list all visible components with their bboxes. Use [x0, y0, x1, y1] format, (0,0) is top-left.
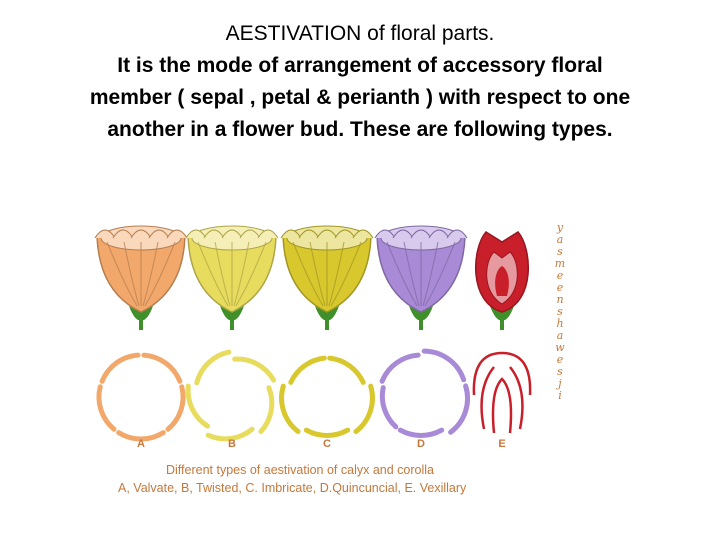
figure-caption-title: Different types of aestivation of calyx … [166, 463, 434, 477]
diagram-valvate [96, 352, 186, 442]
watermark-letter: h [556, 317, 564, 330]
watermark-letter: a [556, 233, 564, 246]
watermark-letter: i [558, 389, 562, 402]
petal-arc [353, 383, 375, 434]
diagram-quincuncial [379, 348, 470, 438]
watermark-letter: e [556, 269, 564, 282]
petal-arc [279, 383, 301, 434]
petal-arc [379, 385, 399, 430]
petal-arc [99, 352, 141, 384]
flower-quincuncial [374, 225, 468, 330]
diagram-twisted [185, 349, 277, 442]
watermark-letter: s [557, 365, 563, 378]
diagram-imbricate [279, 355, 375, 438]
slide-text: AESTIVATION of floral parts. It is the m… [0, 18, 720, 146]
watermark-letter: s [557, 245, 563, 258]
watermark-letter: m [554, 257, 566, 270]
petal-arc [165, 384, 186, 432]
flower-imbricate [280, 225, 374, 330]
petal-arc [194, 349, 232, 386]
petal-arc [397, 427, 445, 438]
type-letter-c: C [323, 438, 331, 450]
watermark-letter: e [556, 353, 564, 366]
petal-arc [258, 385, 275, 434]
petal-arc [421, 348, 467, 383]
paragraph-line: another in a flower bud. These are follo… [107, 118, 613, 141]
petal-arc [288, 355, 327, 385]
petal-arc [116, 430, 166, 442]
type-letter-row: A B C D E [137, 438, 506, 450]
petal-arc [379, 352, 421, 384]
paragraph-line: It is the mode of arrangement of accesso… [117, 54, 603, 77]
watermark-letter: n [556, 293, 564, 306]
flower-vexillary [474, 231, 530, 330]
type-letter-b: B [228, 438, 236, 450]
petal-arc [96, 384, 117, 432]
figure-caption-types: A, Valvate, B, Twisted, C. Imbricate, D.… [118, 481, 467, 495]
flower-twisted [185, 225, 279, 330]
paragraph-line: member ( sepal , petal & perianth ) with… [89, 86, 631, 109]
petal-arc [327, 355, 366, 385]
petal-arc [185, 383, 211, 429]
flower-row [94, 225, 530, 330]
aestivation-diagram-row [96, 348, 532, 442]
watermark-letter: s [557, 305, 563, 318]
watermark-letter: y [556, 221, 564, 234]
slide-heading: AESTIVATION of floral parts. [225, 22, 495, 45]
type-letter-a: A [137, 438, 145, 450]
type-letter-e: E [498, 438, 505, 450]
slide-paragraph: It is the mode of arrangement of accesso… [0, 50, 720, 146]
watermark-letter: e [556, 281, 564, 294]
flower-valvate [94, 225, 188, 330]
petal-arc [205, 426, 255, 442]
watermark-letter: j [558, 377, 562, 390]
petal-arc [303, 427, 351, 438]
type-letter-d: D [417, 438, 425, 450]
watermark-letter: w [555, 341, 565, 354]
diagram-vexillary [472, 351, 532, 434]
petal-arc [141, 352, 183, 384]
petal-arc [232, 356, 277, 383]
petal-arc [448, 383, 470, 435]
watermark-letter: a [556, 329, 564, 342]
